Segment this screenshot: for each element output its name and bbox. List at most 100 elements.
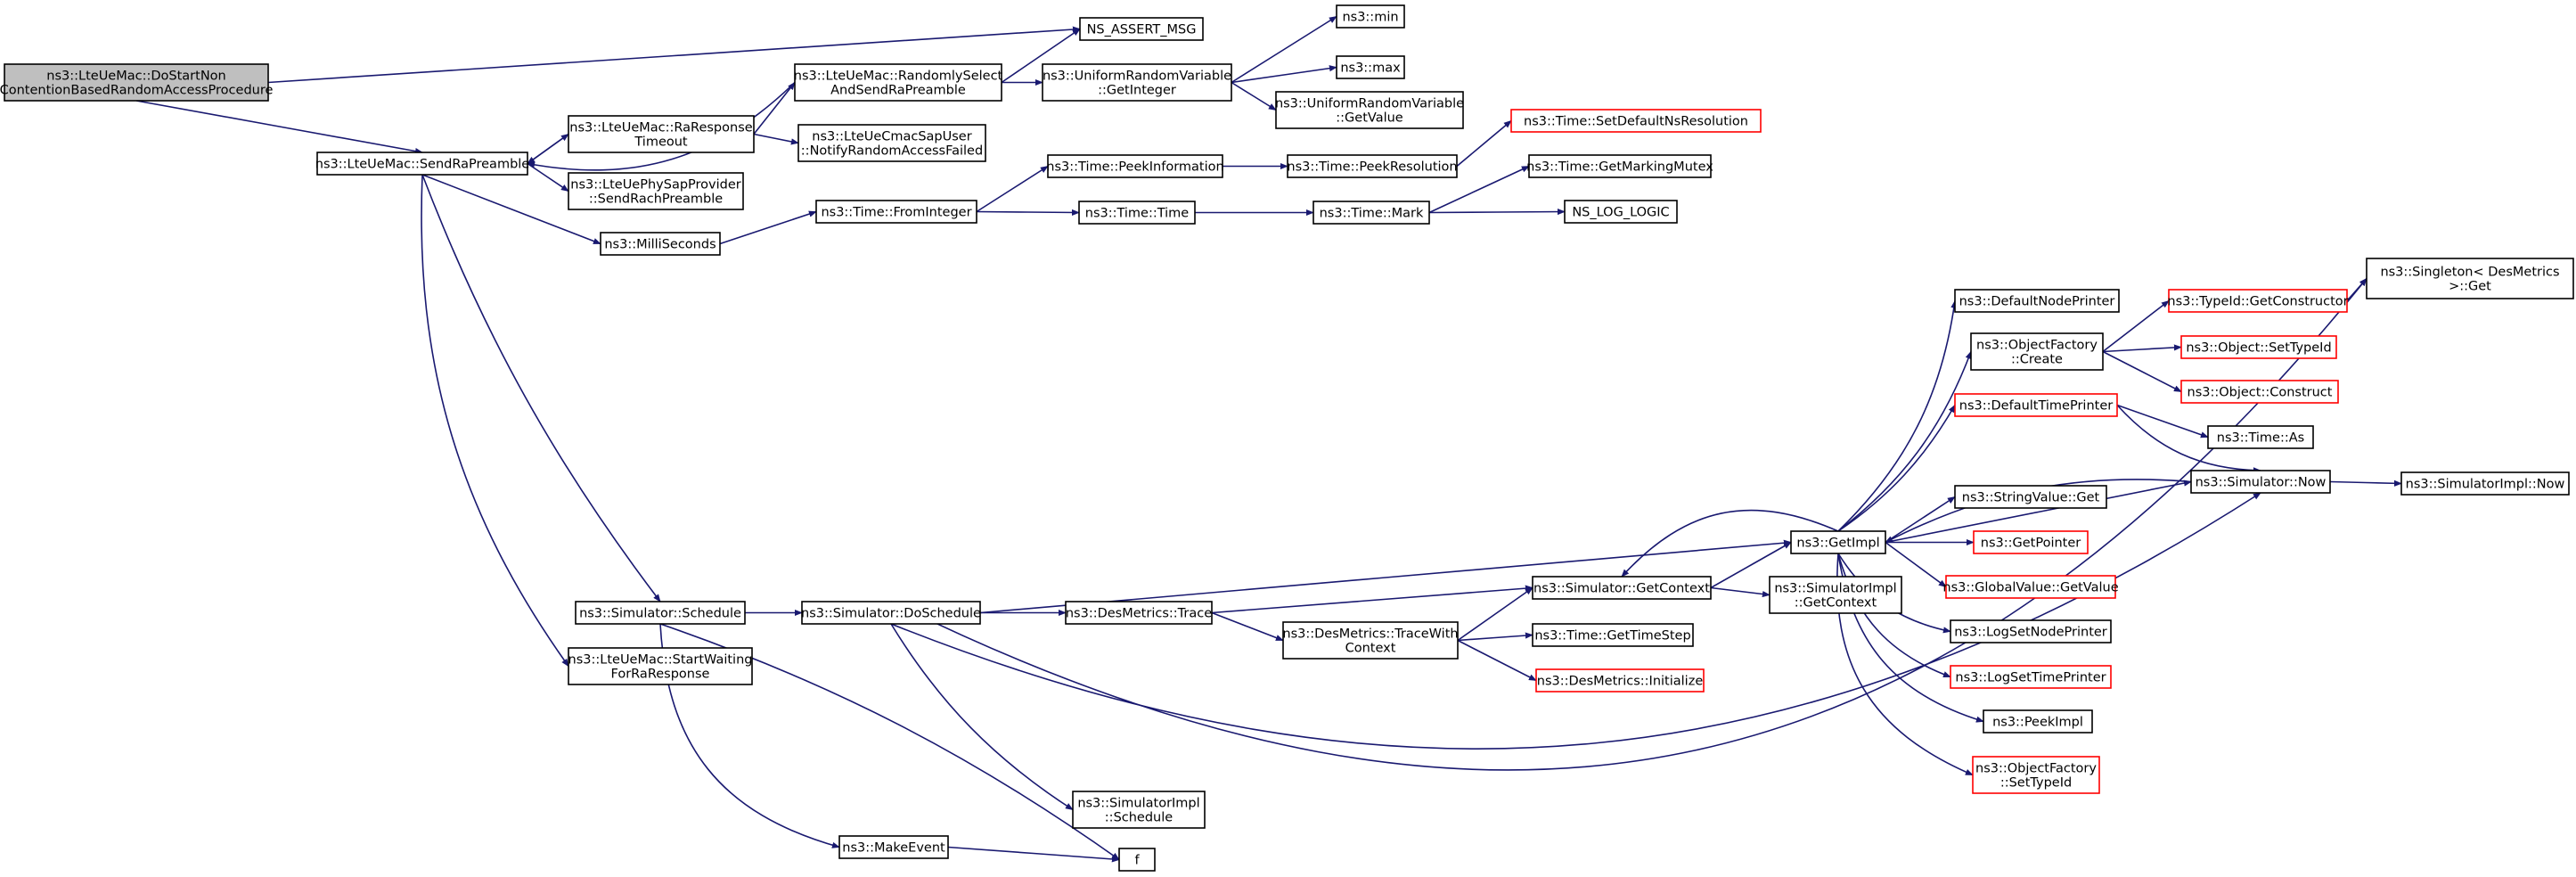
node-label: ns3::Simulator::Schedule	[579, 607, 741, 621]
node-make-event[interactable]: ns3::MakeEvent	[838, 835, 949, 859]
node-label: ns3::DesMetrics::TraceWith	[1282, 627, 1458, 642]
node-box	[1528, 154, 1712, 178]
edge-get_impl-to-simulator_now	[1885, 479, 2192, 544]
node-label: ns3::Time::PeekInformation	[1046, 160, 1223, 175]
node-sim-get-context[interactable]: ns3::Simulator::GetContext	[1532, 576, 1712, 600]
node-label: ns3::Simulator::DoSchedule	[801, 607, 981, 621]
node-time-as[interactable]: ns3::Time::As	[2207, 425, 2314, 449]
node-singleton-get[interactable]: ns3::Singleton< DesMetrics>::Get	[2366, 258, 2574, 299]
node-sim-schedule[interactable]: ns3::Simulator::Schedule	[575, 601, 746, 625]
node-time-peek-information[interactable]: ns3::Time::PeekInformation	[1046, 154, 1224, 178]
node-milliseconds[interactable]: ns3::MilliSeconds	[600, 232, 721, 256]
node-label: ::GetContext	[1795, 596, 1877, 611]
node-root[interactable]: ns3::LteUeMac::DoStartNonContentionBased…	[0, 63, 273, 102]
node-box	[4, 63, 269, 102]
node-log-set-node-printer[interactable]: ns3::LogSetNodePrinter	[1950, 619, 2112, 643]
node-object-settypeid[interactable]: ns3::Object::SetTypeId	[2180, 335, 2337, 359]
node-get-impl[interactable]: ns3::GetImpl	[1790, 530, 1886, 554]
node-label: ns3::Object::Construct	[2188, 386, 2333, 400]
edge-uniform_getinteger-to-uniform_getvalue	[1231, 81, 1277, 111]
edge-get_impl-to-global_value_getvalue	[1885, 541, 1947, 588]
node-box	[1769, 576, 1902, 614]
edge-typeid_getconstructor-to-singleton_get	[2346, 277, 2367, 302]
node-label: ns3::min	[1342, 11, 1398, 25]
node-des-metrics-trace[interactable]: ns3::DesMetrics::Trace	[1065, 601, 1213, 625]
node-label: ns3::max	[1340, 61, 1401, 76]
node-object-construct[interactable]: ns3::Object::Construct	[2180, 380, 2339, 404]
node-uniform-getinteger[interactable]: ns3::UniformRandomVariable::GetInteger	[1042, 63, 1232, 102]
node-time-time[interactable]: ns3::Time::Time	[1078, 201, 1196, 225]
node-notify-ra-failed[interactable]: ns3::LteUeCmacSapUser::NotifyRandomAcces…	[797, 124, 986, 162]
node-label: >::Get	[2449, 280, 2491, 294]
edge-object_factory_create-to-typeid_getconstructor	[2102, 299, 2170, 353]
edge-root-to-send_ra_preamble	[135, 100, 423, 155]
node-object-factory-settypeid[interactable]: ns3::ObjectFactory::SetTypeId	[1972, 756, 2100, 794]
node-label: f	[1134, 854, 1140, 868]
node-object-factory-create[interactable]: ns3::ObjectFactory::Create	[1970, 332, 2104, 371]
node-simimpl-now[interactable]: ns3::SimulatorImpl::Now	[2400, 471, 2570, 496]
edge-time_from_integer-to-time_peek_information	[976, 165, 1049, 213]
node-label: ns3::StringValue::Get	[1962, 491, 2100, 505]
node-time-set-default-res[interactable]: ns3::Time::SetDefaultNsResolution	[1510, 109, 1762, 133]
node-time-mark[interactable]: ns3::Time::Mark	[1313, 201, 1430, 225]
node-time-get-marking-mutex[interactable]: ns3::Time::GetMarkingMutex	[1526, 154, 1713, 178]
node-box	[1042, 63, 1232, 102]
node-min[interactable]: ns3::min	[1336, 4, 1405, 29]
node-box	[1535, 668, 1705, 693]
node-string-value-get[interactable]: ns3::StringValue::Get	[1954, 485, 2107, 509]
node-simimpl-schedule[interactable]: ns3::SimulatorImpl::Schedule	[1072, 791, 1206, 829]
node-label: ns3::Time::FromInteger	[821, 206, 971, 220]
node-uniform-getvalue[interactable]: ns3::UniformRandomVariable::GetValue	[1275, 91, 1464, 129]
node-box	[1065, 601, 1213, 625]
node-max[interactable]: ns3::max	[1336, 55, 1405, 79]
node-label: ns3::LogSetNodePrinter	[1954, 626, 2107, 640]
edge-uniform_getinteger-to-min	[1231, 15, 1337, 84]
node-global-value-getvalue[interactable]: ns3::GlobalValue::GetValue	[1942, 575, 2119, 599]
node-peek-impl[interactable]: ns3::PeekImpl	[1983, 709, 2093, 734]
edge-des_metrics_trace_ctx-to-des_metrics_initialize	[1457, 639, 1537, 682]
edge-des_metrics_trace_ctx-to-sim_get_context	[1457, 586, 1533, 642]
node-label: ns3::DesMetrics::Trace	[1066, 607, 1212, 621]
node-label: ns3::Object::SetTypeId	[2186, 341, 2331, 356]
edges-layer	[135, 15, 2402, 863]
node-time-peek-resolution[interactable]: ns3::Time::PeekResolution	[1287, 154, 1458, 178]
node-simulator-now[interactable]: ns3::Simulator::Now	[2190, 470, 2331, 494]
node-label: ns3::MakeEvent	[842, 841, 945, 856]
node-ns-log-logic[interactable]: NS_LOG_LOGIC	[1564, 200, 1678, 224]
node-send-ra-preamble[interactable]: ns3::LteUeMac::SendRaPreamble	[315, 152, 530, 176]
node-box	[1336, 55, 1405, 79]
node-default-time-printer[interactable]: ns3::DefaultTimePrinter	[1954, 393, 2118, 417]
node-default-node-printer[interactable]: ns3::DefaultNodePrinter	[1954, 289, 2120, 313]
node-phy-sap-provider[interactable]: ns3::LteUePhySapProvider::SendRachPreamb…	[568, 172, 744, 210]
edge-sim_do_schedule-to-simulator_now	[890, 492, 2261, 750]
edge-sim_get_context-to-simimpl_get_context	[1710, 586, 1770, 598]
node-label: ::SetTypeId	[2000, 776, 2072, 791]
edge-simulator_now-to-simimpl_now	[2329, 479, 2402, 487]
node-time-from-integer[interactable]: ns3::Time::FromInteger	[815, 200, 977, 224]
node-log-set-time-printer[interactable]: ns3::LogSetTimePrinter	[1950, 665, 2112, 689]
node-box	[1973, 530, 2089, 554]
node-typeid-getconstructor[interactable]: ns3::TypeId::GetConstructor	[2167, 289, 2349, 313]
node-sim-do-schedule[interactable]: ns3::Simulator::DoSchedule	[801, 601, 981, 625]
node-box	[1510, 109, 1762, 133]
node-box	[838, 835, 949, 859]
node-f[interactable]: f	[1118, 848, 1156, 872]
edge-get_impl-to-object_factory_create	[1837, 350, 1972, 532]
node-box	[2400, 471, 2570, 496]
edge-randomly_select-to-ns_assert_msg	[1001, 28, 1081, 84]
node-ns-assert-msg[interactable]: NS_ASSERT_MSG	[1079, 17, 1204, 41]
node-label: Timeout	[634, 135, 688, 150]
node-time-get-time-step[interactable]: ns3::Time::GetTimeStep	[1532, 623, 1694, 647]
node-get-pointer[interactable]: ns3::GetPointer	[1973, 530, 2089, 554]
node-simimpl-get-context[interactable]: ns3::SimulatorImpl::GetContext	[1769, 576, 1902, 614]
edge-sim_do_schedule-to-simimpl_schedule	[890, 623, 1074, 811]
node-des-metrics-initialize[interactable]: ns3::DesMetrics::Initialize	[1535, 668, 1705, 693]
node-label: ns3::SimulatorImpl	[1774, 582, 1896, 596]
edge-get_impl-to-log_set_time_printer	[1837, 553, 1951, 678]
node-randomly-select[interactable]: ns3::LteUeMac::RandomlySelectAndSendRaPr…	[794, 63, 1003, 102]
node-box	[797, 124, 986, 162]
